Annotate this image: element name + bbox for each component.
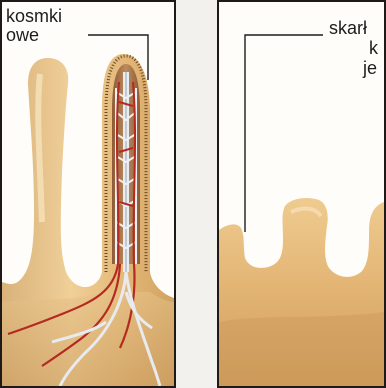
right-label-line-2: k	[369, 39, 378, 58]
left-tissue-shadow	[2, 292, 174, 386]
right-label-line-1: skarł	[329, 19, 367, 38]
right-panel-intestinal-folds: skarł k je	[217, 0, 386, 388]
right-label-line-3: je	[363, 59, 377, 78]
villi-illustration	[2, 2, 174, 386]
right-tissue-shadow	[219, 312, 384, 386]
villus-highlight	[38, 74, 42, 222]
left-label-line-1: kosmki	[6, 7, 62, 26]
left-panel-intestinal-villi: kosmki owe	[0, 0, 176, 388]
folds-illustration	[219, 2, 384, 386]
left-label-line-2: owe	[6, 26, 39, 45]
